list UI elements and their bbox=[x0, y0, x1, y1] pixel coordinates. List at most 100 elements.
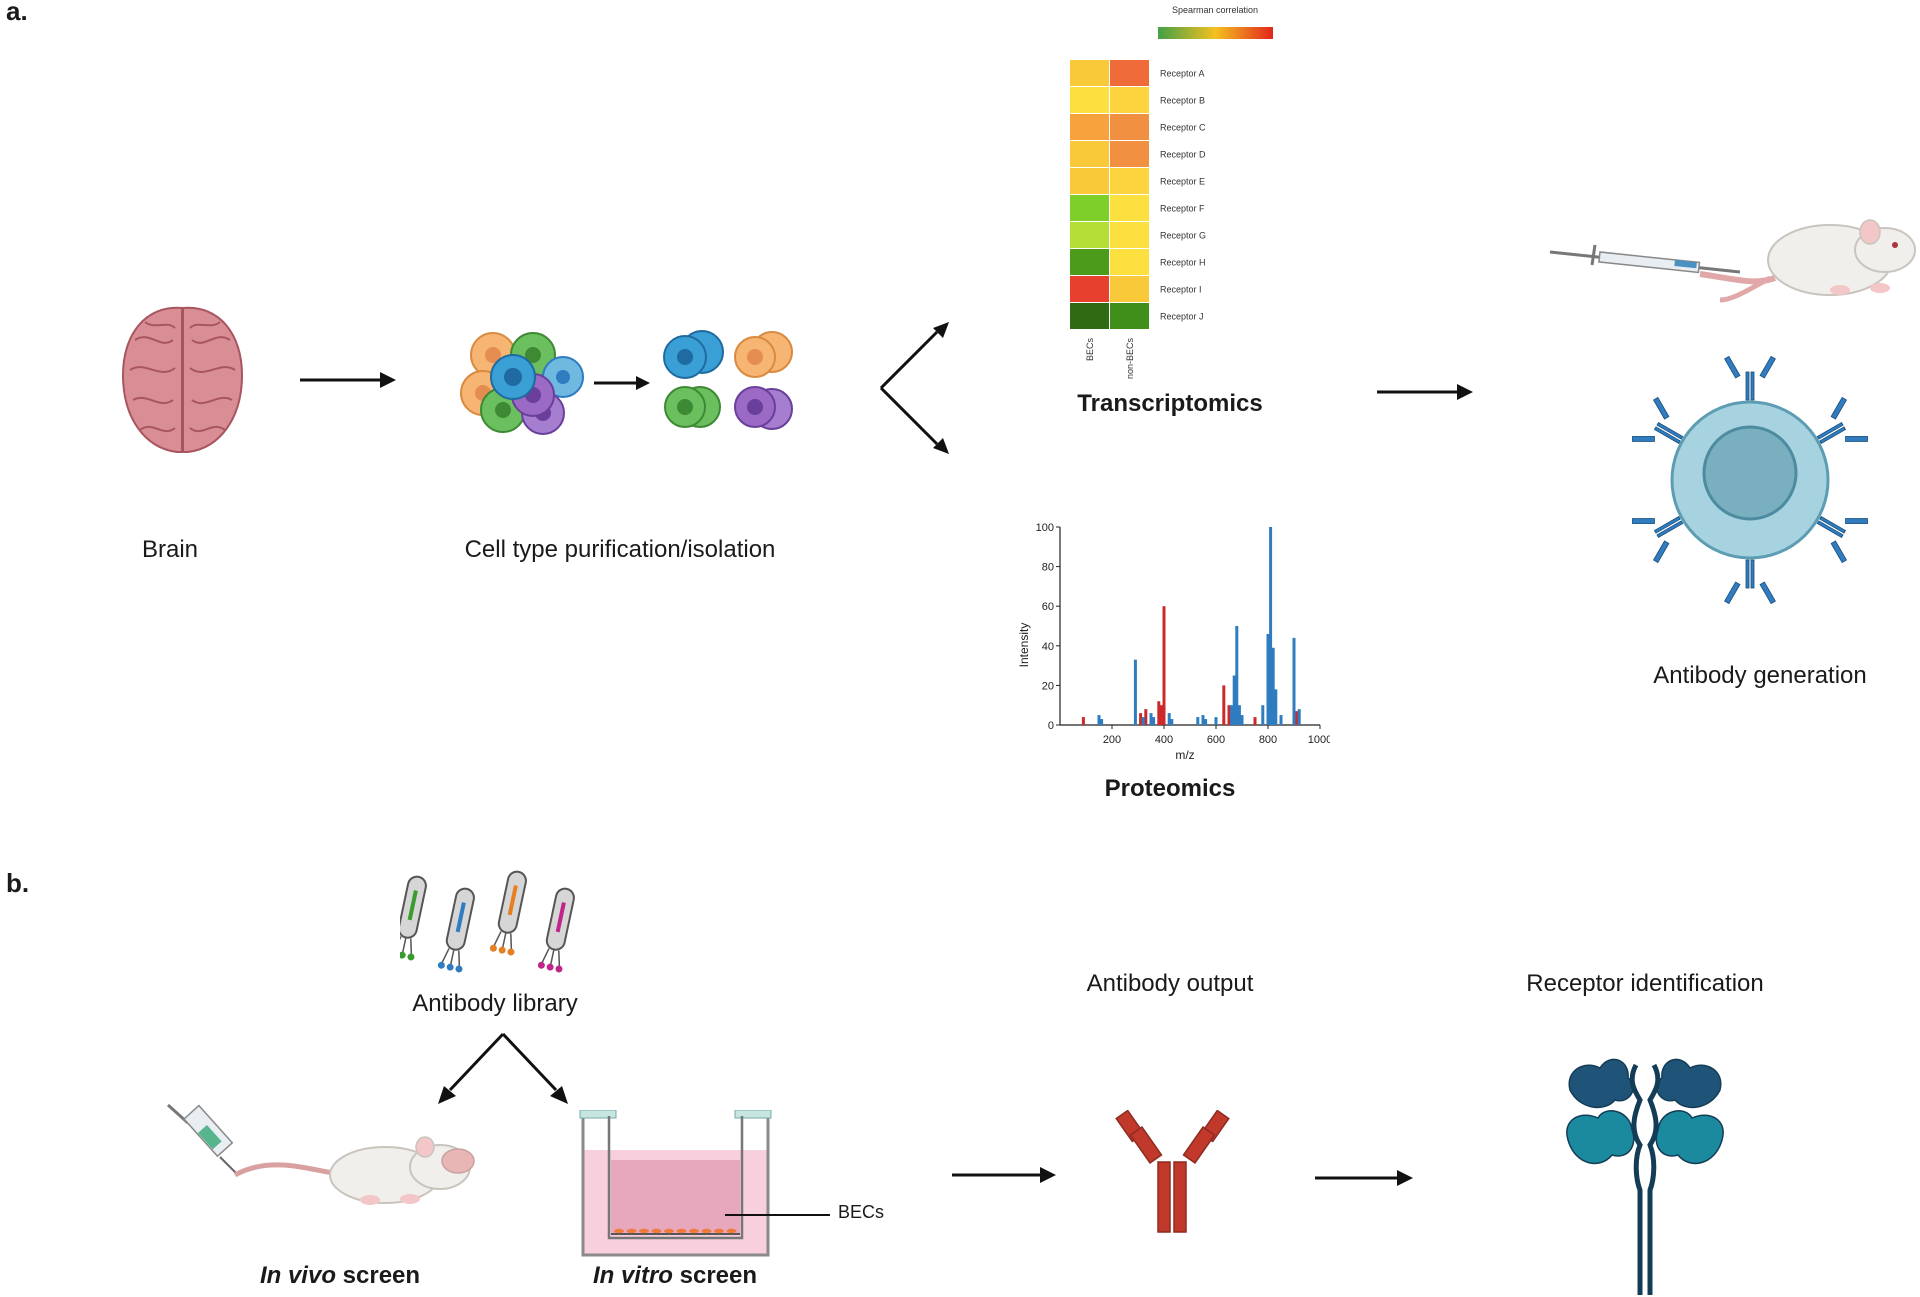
heatmap-colorbar-title: Spearman correlation bbox=[1172, 5, 1258, 15]
heatmap-row-label: Receptor D bbox=[1160, 150, 1206, 160]
phage-icon bbox=[537, 887, 575, 973]
spectrum-bar bbox=[1261, 705, 1265, 725]
spectrum-bar bbox=[1295, 711, 1299, 725]
becs-label: BECs bbox=[838, 1202, 885, 1222]
spectrum-y-tick-label: 0 bbox=[1048, 720, 1054, 732]
heatmap-cell bbox=[1070, 168, 1109, 194]
transcriptomics-heatmap: Spearman correlation Receptor A Receptor … bbox=[1070, 5, 1273, 380]
heatmap-cell bbox=[1070, 114, 1109, 140]
spectrum-bar bbox=[1167, 713, 1171, 725]
heatmap-cell bbox=[1070, 195, 1109, 221]
receptor-identification-caption: Receptor identification bbox=[1526, 970, 1764, 997]
spectrum-y-tick-label: 20 bbox=[1042, 680, 1054, 692]
brain-caption: Brain bbox=[141, 536, 199, 563]
bec-cell-icon bbox=[676, 1228, 687, 1234]
spectrum-ylabel: Intensity bbox=[1017, 623, 1031, 668]
arrow-brain-to-cells bbox=[300, 372, 396, 388]
heatmap-cell bbox=[1070, 222, 1109, 248]
spectrum-y-tick-label: 100 bbox=[1036, 522, 1054, 534]
heatmap-cell bbox=[1070, 276, 1109, 302]
in-vivo-mouse-illustration bbox=[166, 1103, 475, 1205]
spectrum-bar bbox=[1237, 705, 1241, 725]
heatmap-row-label: Receptor F bbox=[1160, 204, 1205, 214]
cell-cluster-illustration bbox=[460, 332, 584, 435]
spectrum-bar bbox=[1266, 633, 1270, 725]
phage-icon bbox=[437, 887, 475, 973]
bec-cell-icon bbox=[639, 1228, 649, 1234]
heatmap-cell bbox=[1110, 60, 1149, 86]
panel-label-a: a. bbox=[6, 0, 28, 26]
transcriptomics-caption: Transcriptomics bbox=[1077, 390, 1263, 417]
phage-icon bbox=[489, 870, 527, 956]
heatmap-row-label: Receptor I bbox=[1160, 285, 1202, 295]
spectrum-bar bbox=[1269, 527, 1273, 725]
spectrum-bar bbox=[1144, 709, 1148, 725]
heatmap-cell bbox=[1110, 195, 1149, 221]
transwell-illustration bbox=[579, 1110, 772, 1257]
spectrum-bar bbox=[1097, 715, 1101, 725]
spectrum-bar bbox=[1100, 719, 1104, 725]
heatmap-cell bbox=[1110, 303, 1149, 329]
antibody-library-caption: Antibody library bbox=[412, 990, 578, 1017]
heatmap-row-label: Receptor E bbox=[1160, 177, 1205, 187]
spectrum-bar bbox=[1157, 701, 1161, 725]
spectrum-bar bbox=[1081, 717, 1085, 725]
brain-illustration bbox=[121, 306, 244, 453]
arrow-to-antibody-generation bbox=[1377, 384, 1473, 400]
bec-cell-icon bbox=[664, 1228, 674, 1234]
sorted-cells-illustration bbox=[663, 330, 793, 430]
spectrum-bar bbox=[1162, 606, 1166, 725]
antibody-icon bbox=[1632, 396, 1684, 445]
mouse-injection-illustration bbox=[1549, 219, 1916, 303]
antibody-icon bbox=[1632, 515, 1684, 564]
heatmap-colorbar bbox=[1158, 27, 1273, 39]
bec-cell-icon bbox=[714, 1228, 724, 1234]
arrow-to-receptor bbox=[1315, 1170, 1413, 1186]
in-vivo-screen-suffix: screen bbox=[335, 1262, 421, 1289]
spectrum-x-tick-label: 800 bbox=[1259, 734, 1277, 746]
heatmap-cell bbox=[1110, 222, 1149, 248]
spectrum-bar bbox=[1170, 719, 1174, 725]
spectrum-bar bbox=[1253, 717, 1257, 725]
receptor-illustration bbox=[1566, 1058, 1724, 1295]
spectrum-bar bbox=[1201, 715, 1205, 725]
spectrum-bar bbox=[1279, 715, 1283, 725]
heatmap-cell bbox=[1110, 249, 1149, 275]
spectrum-bar bbox=[1149, 713, 1153, 725]
spectrum-bar bbox=[1204, 719, 1208, 725]
heatmap-row-label: Receptor A bbox=[1160, 69, 1205, 79]
library-fork-arrows bbox=[438, 1032, 568, 1104]
heatmap-cell bbox=[1110, 114, 1149, 140]
bec-cell-icon bbox=[614, 1228, 624, 1234]
antibody-generation-caption: Antibody generation bbox=[1653, 662, 1867, 689]
heatmap-cell bbox=[1070, 60, 1109, 86]
spectrum-bar bbox=[1240, 715, 1244, 725]
heatmap-column-label: non-BECs bbox=[1125, 338, 1135, 380]
in-vitro-screen-suffix: screen bbox=[672, 1262, 758, 1289]
spectrum-bar bbox=[1232, 675, 1236, 725]
heatmap-cell bbox=[1070, 303, 1109, 329]
antibody-icon bbox=[1816, 515, 1868, 564]
cell-with-antibodies-illustration bbox=[1632, 355, 1868, 605]
spectrum-bar bbox=[1133, 659, 1137, 725]
phage-icon bbox=[400, 875, 427, 961]
in-vivo-caption: In vivo screen bbox=[220, 1262, 460, 1290]
antibody-icon bbox=[1724, 559, 1776, 605]
spectrum-x-tick-label: 1000 bbox=[1308, 734, 1330, 746]
heatmap-cell bbox=[1070, 249, 1109, 275]
spectrum-bar bbox=[1271, 647, 1275, 725]
becs-pointer-line bbox=[725, 1214, 830, 1216]
heatmap-column-label: BECs bbox=[1085, 338, 1095, 362]
spectrum-bar bbox=[1292, 637, 1296, 725]
phage-library-illustration bbox=[400, 870, 575, 973]
arrow-to-antibody-output bbox=[952, 1167, 1056, 1183]
heatmap-cell bbox=[1110, 276, 1149, 302]
heatmap-row-label: Receptor G bbox=[1160, 231, 1206, 241]
spectrum-x-tick-label: 600 bbox=[1207, 734, 1225, 746]
heatmap-cell bbox=[1110, 87, 1149, 113]
heatmap-row-label: Receptor H bbox=[1160, 258, 1206, 268]
antibody-icon bbox=[1816, 396, 1868, 445]
heatmap-cell bbox=[1070, 87, 1109, 113]
spectrum-y-tick-label: 60 bbox=[1042, 601, 1054, 613]
